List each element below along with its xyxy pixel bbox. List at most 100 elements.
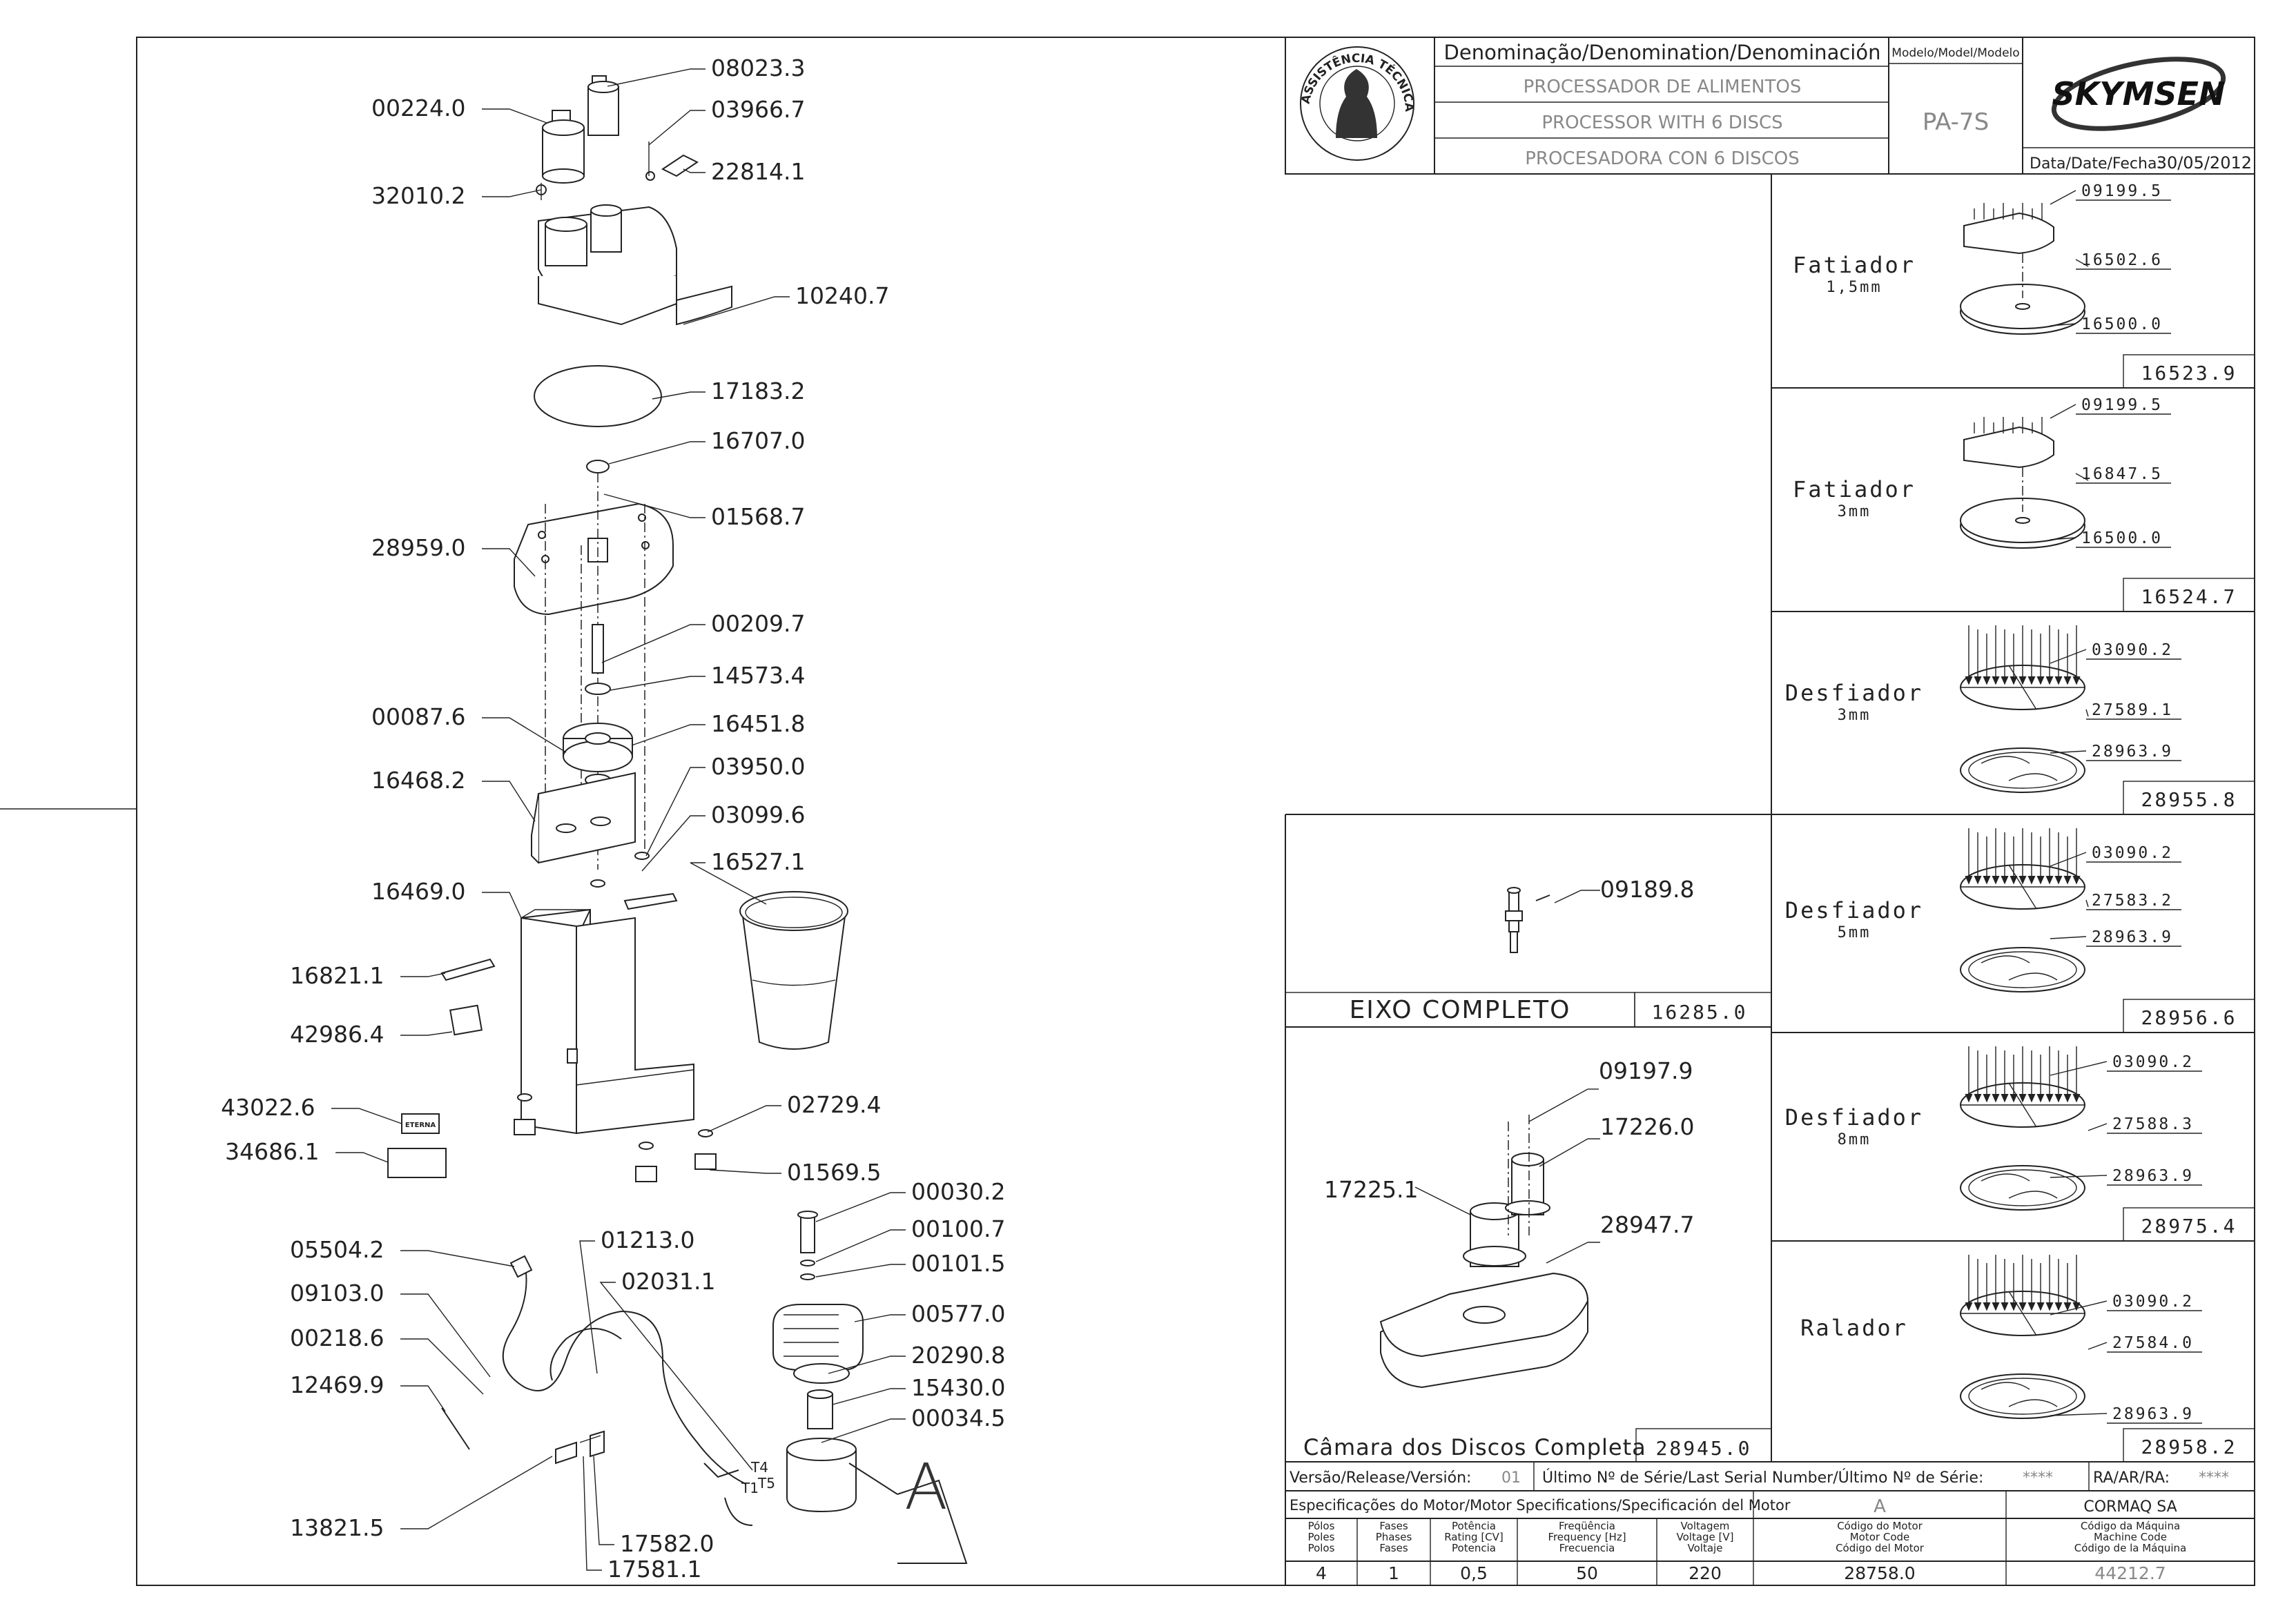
disc-part-callout: 28963.9 <box>2112 1405 2194 1423</box>
motor-spec-columns: PólosPolesPolos4FasesPhasesFases1Potênci… <box>1308 1520 2187 1583</box>
part-callout: 34686.1 <box>225 1138 319 1165</box>
part-callout: 16527.1 <box>711 848 805 875</box>
callout-leader <box>828 1356 906 1374</box>
disc-part-callout: 28963.9 <box>2092 928 2173 946</box>
date-value: 30/05/2012 <box>2157 153 2252 173</box>
disc-panels: Fatiador1,5mm16523.909199.516502.616500.… <box>1785 182 2255 1462</box>
spec-value: 220 <box>1689 1563 1722 1583</box>
disc-code: 28975.4 <box>2141 1215 2237 1237</box>
disc-name: Ralador <box>1800 1315 1908 1341</box>
part-callout: 03950.0 <box>711 753 805 780</box>
callout-leader <box>599 1282 753 1471</box>
callout-leader <box>583 1456 602 1571</box>
fastener-strip <box>623 892 678 910</box>
disc-size: 5mm <box>1838 924 1871 941</box>
callout-leader <box>400 1250 515 1267</box>
disc-part-callout: 16502.6 <box>2081 251 2163 269</box>
spec-value: 4 <box>1316 1563 1327 1583</box>
spec-value: 0,5 <box>1460 1563 1488 1583</box>
spec-column-header: Código da Máquina <box>2081 1520 2180 1532</box>
spec-column-header: Voltage [V] <box>1677 1531 1734 1543</box>
spec-column-header: Freqüência <box>1559 1520 1615 1532</box>
model-header: Modelo/Model/Modelo <box>1891 46 2019 60</box>
part-callout: 00209.7 <box>711 610 805 637</box>
wiring-harness <box>441 1255 753 1526</box>
version-value: 01 <box>1501 1469 1521 1487</box>
motor-spec-header: Especificações do Motor/Motor Specificat… <box>1290 1497 1791 1514</box>
part-callout: 00034.5 <box>911 1405 1005 1431</box>
part-callout: 17183.2 <box>711 378 805 404</box>
shaft-assembly-code: 16285.0 <box>1651 1001 1747 1024</box>
disc-code: 16524.7 <box>2141 585 2237 608</box>
motor-manufacturer: CORMAQ SA <box>2083 1498 2177 1516</box>
callout-leader <box>482 548 536 577</box>
disc-part-callout: 16500.0 <box>2081 529 2163 547</box>
disc-name: Fatiador <box>1793 252 1916 278</box>
callout-leader <box>603 493 706 518</box>
part-callout: 01213.0 <box>601 1226 694 1253</box>
disc-name: Desfiador <box>1785 897 1923 923</box>
spec-column-header: Polos <box>1308 1542 1335 1554</box>
spec-column-header: Motor Code <box>1850 1531 1910 1543</box>
part-callout: 02729.4 <box>787 1091 881 1118</box>
callout-leader <box>400 1031 453 1036</box>
part-callout: 20290.8 <box>911 1342 1005 1369</box>
serial-label: Último Nº de Série/Last Serial Number/Úl… <box>1542 1469 1983 1487</box>
terminal-t4: T4 <box>750 1459 768 1476</box>
part-callout: 01568.7 <box>711 503 805 530</box>
part-callout: 16821.1 <box>290 962 384 989</box>
callout-leader <box>683 168 706 173</box>
part-callout: 00030.2 <box>911 1178 1005 1205</box>
seal-text: ASSISTÊNCIA TÉCNICA AUTORIZADA <box>0 0 1416 112</box>
part-callout: 01569.5 <box>787 1159 881 1186</box>
callout-leader <box>815 1192 906 1222</box>
feed-lid <box>536 75 732 326</box>
spec-column-header: Poles <box>1308 1531 1335 1543</box>
chamber-callout-2: 17226.0 <box>1600 1113 1694 1140</box>
motor-spec-table: Especificações do Motor/Motor Specificat… <box>1285 1491 2255 1585</box>
part-callout: 00087.6 <box>371 703 465 730</box>
model-code: PA-7S <box>1923 108 1989 136</box>
spec-value: 50 <box>1576 1563 1598 1583</box>
shaft-part-callout: 09189.8 <box>1600 876 1694 903</box>
disc-part-callout: 27588.3 <box>2112 1115 2194 1133</box>
callout-leader <box>815 1229 906 1262</box>
part-callout: 02031.1 <box>621 1268 715 1295</box>
spec-column-header: Fases <box>1379 1520 1408 1532</box>
disc-size: 3mm <box>1838 503 1871 520</box>
spec-column-header: Potencia <box>1452 1542 1496 1554</box>
part-callout: 14573.4 <box>711 662 805 689</box>
part-callout: 22814.1 <box>711 158 805 185</box>
part-callout: 43022.6 <box>221 1094 315 1121</box>
base-plate <box>514 502 674 616</box>
part-callout: 00224.0 <box>371 95 465 121</box>
disc-code: 16523.9 <box>2141 362 2237 384</box>
spec-column-header: Código de la Máquina <box>2074 1542 2186 1554</box>
terminal-t5: T5 <box>757 1475 775 1491</box>
spec-column-header: Voltaje <box>1688 1542 1723 1554</box>
shaft-drawing <box>1505 887 1550 953</box>
part-callout: 00218.6 <box>290 1324 384 1351</box>
callout-leader <box>579 1240 598 1374</box>
motor-bracket <box>531 772 636 864</box>
spec-column-header: Código do Motor <box>1837 1520 1923 1532</box>
part-callout: 16707.0 <box>711 427 805 454</box>
part-callout: 16451.8 <box>711 710 805 737</box>
callout-leader <box>400 1456 553 1529</box>
part-callout: 03099.6 <box>711 801 805 828</box>
main-housing <box>521 908 694 1135</box>
disc-panel-1: Fatiador1,5mm16523.909199.516502.616500.… <box>1793 182 2255 389</box>
spec-column-header: Frequency [Hz] <box>1548 1531 1626 1543</box>
callout-leader <box>610 676 706 691</box>
disc-part-callout: 27589.1 <box>2092 701 2173 719</box>
disc-part-callout: 09199.5 <box>2081 396 2163 414</box>
callout-leader <box>400 972 446 977</box>
shaft-assembly-title: EIXO COMPLETO <box>1350 996 1571 1024</box>
motor-marker: A <box>904 1450 948 1524</box>
disc-part-callout: 16500.0 <box>2081 315 2163 333</box>
callout-leader <box>821 1418 906 1443</box>
ra-label: RA/AR/RA: <box>2093 1469 2170 1487</box>
